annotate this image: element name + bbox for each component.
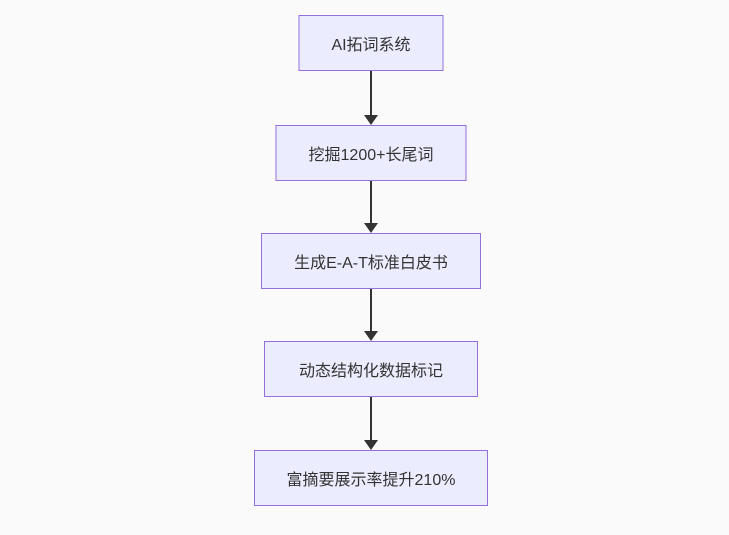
flow-node-label: 动态结构化数据标记 [298, 363, 443, 380]
flow-node-mine-longtail-keywords: 挖掘1200+长尾词 [275, 125, 467, 181]
arrow-head-icon [364, 440, 378, 450]
arrow-line [370, 289, 372, 331]
arrow-head-icon [364, 331, 378, 341]
connector-arrow [364, 289, 378, 341]
flow-node-generate-eat-whitepaper: 生成E-A-T标准白皮书 [261, 233, 481, 289]
arrow-head-icon [364, 223, 378, 233]
arrow-line [370, 71, 372, 115]
flow-node-dynamic-structured-data-markup: 动态结构化数据标记 [264, 341, 478, 397]
connector-arrow [364, 71, 378, 125]
connector-arrow [364, 181, 378, 233]
connector-arrow [364, 397, 378, 450]
flow-node-label: 挖掘1200+长尾词 [308, 147, 434, 164]
flow-node-label: 富摘要展示率提升210% [286, 472, 456, 489]
flow-node-ai-word-expansion-system: AI拓词系统 [298, 15, 444, 71]
flow-node-rich-snippet-rate-increase: 富摘要展示率提升210% [254, 450, 488, 506]
arrow-line [370, 181, 372, 223]
arrow-head-icon [364, 115, 378, 125]
flow-node-label: AI拓词系统 [331, 37, 411, 54]
flow-node-label: 生成E-A-T标准白皮书 [294, 255, 448, 272]
arrow-line [370, 397, 372, 440]
